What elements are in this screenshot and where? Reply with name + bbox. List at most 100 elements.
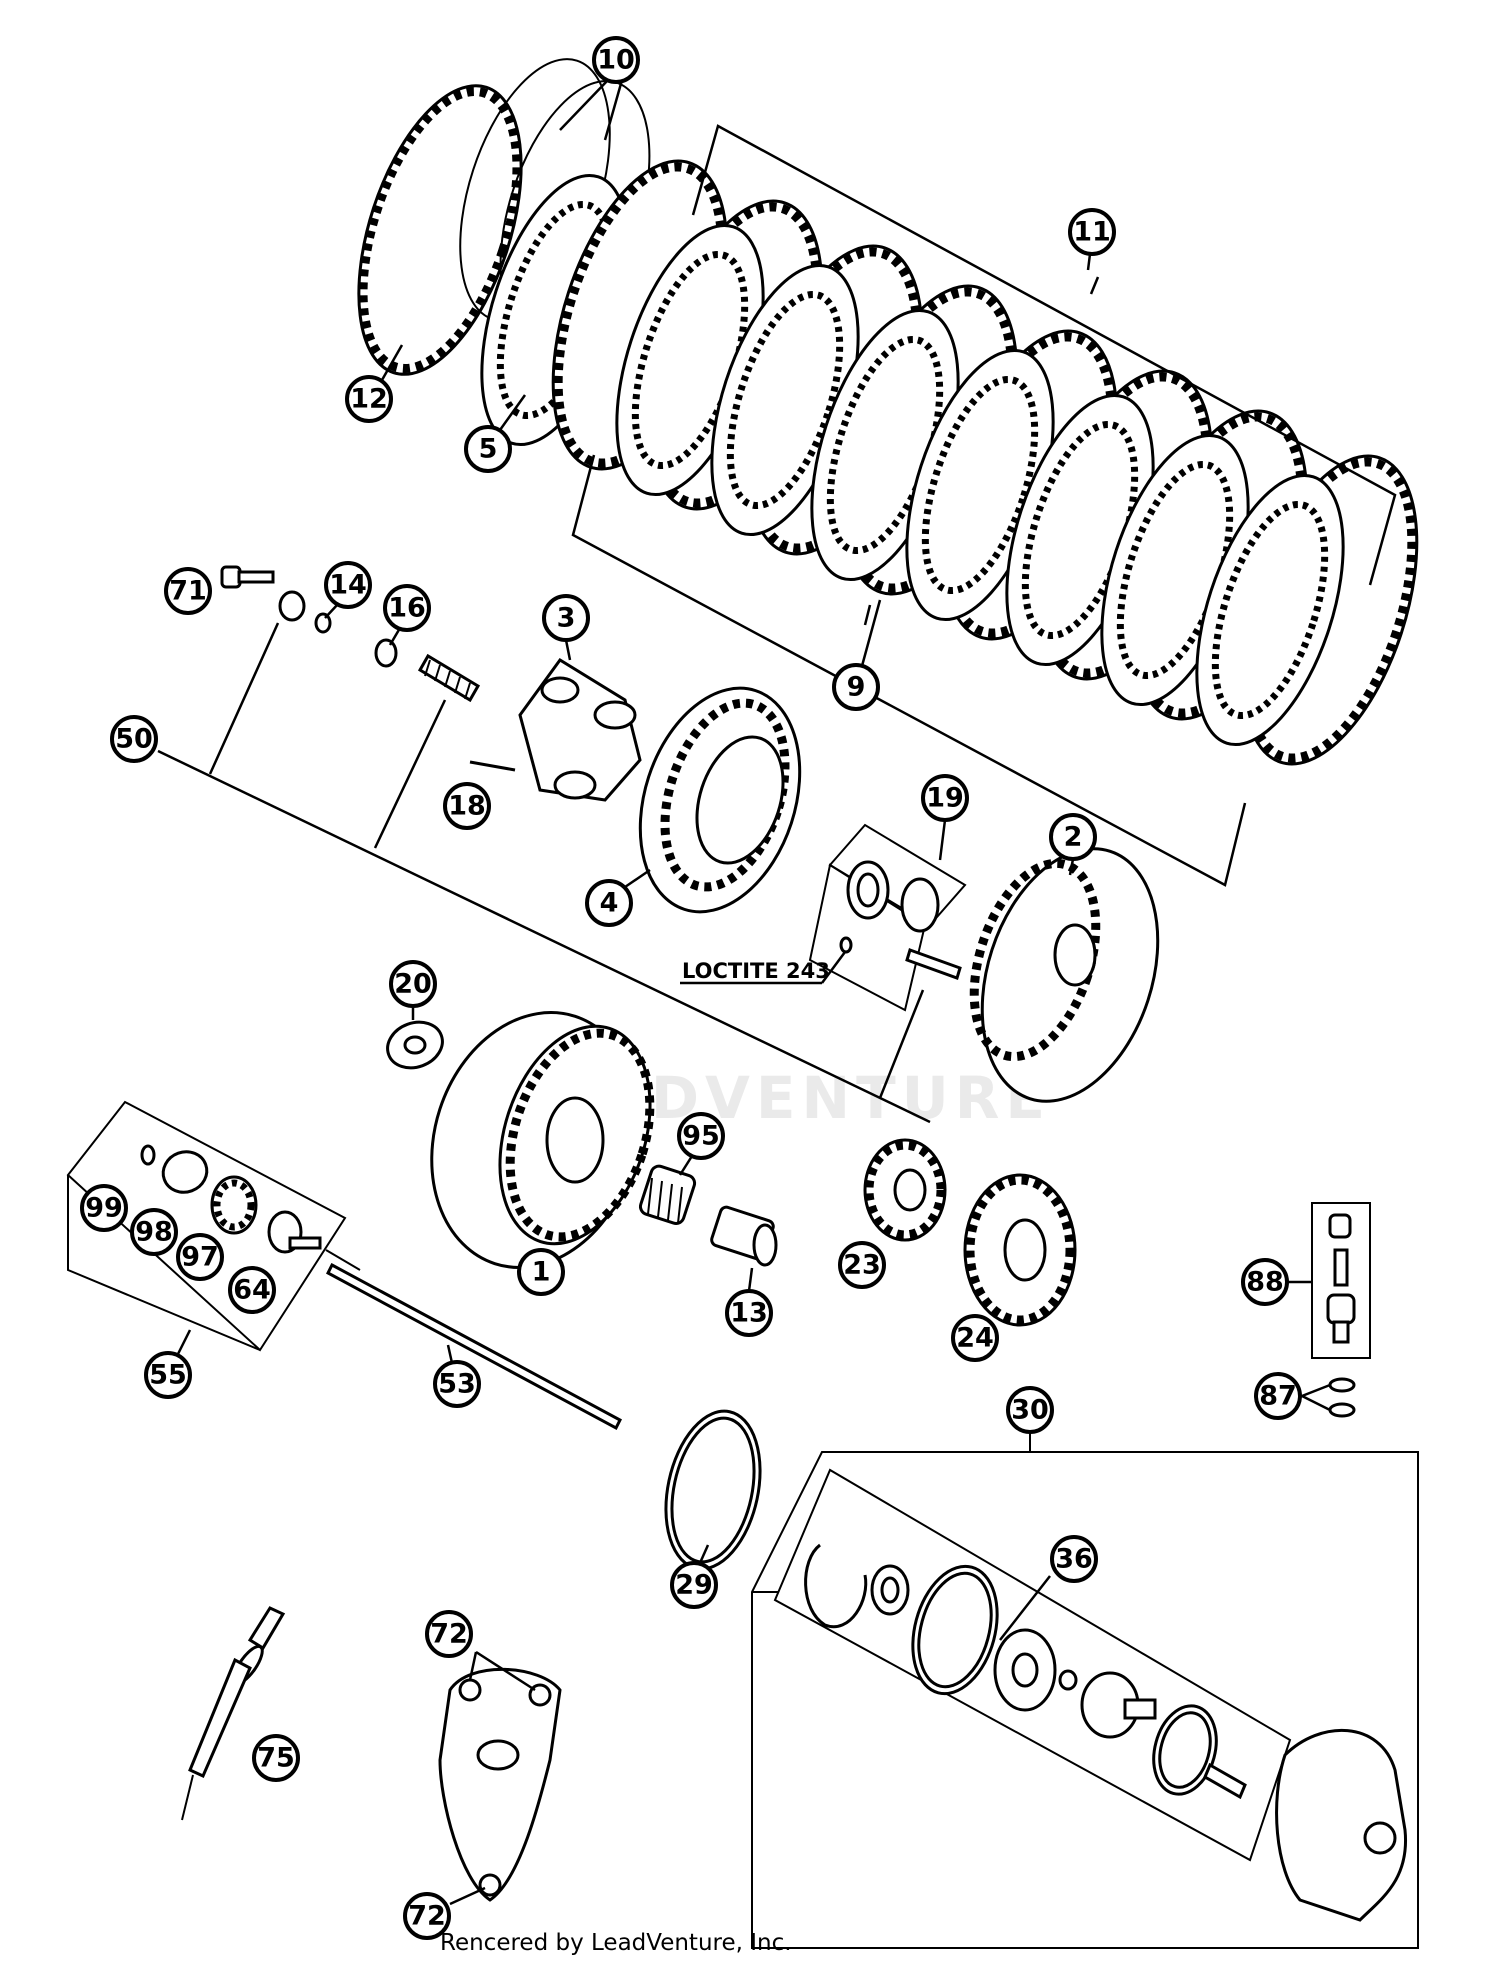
- nut-small: [278, 590, 306, 622]
- callout-95: 95: [677, 1112, 725, 1160]
- svg-text:72: 72: [430, 1619, 468, 1650]
- svg-text:1: 1: [532, 1257, 551, 1288]
- leader-55: [176, 1329, 192, 1355]
- shaft-50-lines: [157, 622, 931, 1124]
- callout-36: 36: [1050, 1535, 1098, 1583]
- callout-75: 75: [252, 1734, 300, 1782]
- svg-text:87: 87: [1259, 1381, 1297, 1412]
- leader-11: [1086, 253, 1092, 271]
- washer-16: [374, 638, 398, 668]
- svg-text:24: 24: [956, 1323, 994, 1354]
- leader-12: [380, 344, 404, 381]
- leader-4: [624, 868, 651, 889]
- leader-5: [498, 394, 527, 431]
- callout-98: 98: [130, 1208, 178, 1256]
- callout-12: 12: [345, 375, 393, 423]
- callout-16: 16: [383, 584, 431, 632]
- callout-11: 11: [1068, 208, 1116, 256]
- slave-cylinder-box-30: [751, 1432, 1419, 1949]
- leader-53: [446, 1344, 454, 1364]
- svg-text:98: 98: [135, 1217, 173, 1248]
- leader-9: [860, 599, 882, 667]
- gear-23: [863, 1138, 947, 1242]
- svg-text:2: 2: [1064, 822, 1083, 853]
- leader-2: [1068, 858, 1075, 876]
- cover-72: [438, 1650, 562, 1906]
- callout-72-bottom: 72: [403, 1892, 451, 1940]
- callout-29: 29: [670, 1561, 718, 1609]
- loctite-note: LOCTITE 243: [680, 951, 847, 985]
- callout-88: 88: [1241, 1258, 1289, 1306]
- callout-87: 87: [1254, 1372, 1302, 1420]
- svg-text:4: 4: [600, 888, 619, 919]
- leader-13: [747, 1267, 754, 1292]
- callout-20: 20: [389, 960, 437, 1008]
- svg-text:30: 30: [1011, 1395, 1049, 1426]
- svg-text:18: 18: [448, 791, 486, 822]
- leader-16: [388, 627, 402, 646]
- bracket-lines-discs: [571, 124, 1397, 887]
- svg-text:36: 36: [1055, 1544, 1093, 1575]
- svg-text:23: 23: [843, 1250, 881, 1281]
- callout-24: 24: [951, 1314, 999, 1362]
- callout-1: 1: [517, 1248, 565, 1296]
- callout-50: 50: [110, 715, 158, 763]
- svg-text:12: 12: [350, 384, 388, 415]
- bushing-13: [710, 1205, 778, 1267]
- callout-97: 97: [176, 1233, 224, 1281]
- disc-12-pressure-ring: [357, 84, 523, 376]
- drive-plate-2: [969, 847, 1160, 1103]
- spring-18: [417, 653, 481, 703]
- o-ring-29: [664, 1409, 762, 1571]
- callout-9: 9: [832, 663, 880, 711]
- callout-18: 18: [443, 782, 491, 830]
- callout-72-top: 72: [425, 1610, 473, 1658]
- svg-text:99: 99: [85, 1193, 123, 1224]
- svg-text:72: 72: [408, 1901, 446, 1932]
- svg-text:88: 88: [1246, 1267, 1284, 1298]
- callout-2: 2: [1049, 813, 1097, 861]
- callout-13: 13: [725, 1289, 773, 1337]
- watermark-text: ADVENTURE: [600, 1064, 1051, 1132]
- svg-text:97: 97: [181, 1242, 219, 1273]
- callout-19: 19: [921, 774, 969, 822]
- svg-text:11: 11: [1073, 217, 1111, 248]
- svg-text:13: 13: [730, 1298, 768, 1329]
- svg-text:50: 50: [115, 724, 153, 755]
- svg-text:10: 10: [597, 45, 635, 76]
- callout-14: 14: [324, 561, 372, 609]
- leader-29: [698, 1544, 710, 1564]
- loctite-label: LOCTITE 243: [682, 959, 830, 983]
- svg-text:71: 71: [169, 576, 207, 607]
- outer-basket-1: [430, 1011, 655, 1269]
- svg-text:75: 75: [257, 1743, 295, 1774]
- callout-10: 10: [592, 36, 640, 84]
- bolt-71: [220, 565, 275, 589]
- callout-30: 30: [1006, 1386, 1054, 1434]
- o-rings-87: [1298, 1377, 1356, 1418]
- kit-box-55: [66, 1100, 347, 1352]
- leader-3: [564, 639, 572, 661]
- leader-14: [324, 603, 339, 619]
- leader-95: [678, 1155, 694, 1176]
- callout-5: 5: [464, 425, 512, 473]
- washer-14: [314, 612, 332, 634]
- svg-text:55: 55: [149, 1360, 187, 1391]
- svg-text:16: 16: [388, 593, 426, 624]
- callout-71: 71: [164, 567, 212, 615]
- svg-text:20: 20: [394, 969, 432, 1000]
- callout-64: 64: [228, 1266, 276, 1314]
- clutch-disc-stack: [357, 58, 1419, 766]
- svg-text:3: 3: [557, 603, 576, 634]
- callout-53: 53: [433, 1360, 481, 1408]
- svg-text:64: 64: [233, 1275, 271, 1306]
- slave-cylinder-parts-36: [773, 1468, 1408, 1922]
- callout-55: 55: [144, 1351, 192, 1399]
- svg-text:53: 53: [438, 1369, 476, 1400]
- needle-bearing-95: [638, 1164, 697, 1225]
- svg-text:9: 9: [847, 672, 866, 703]
- svg-text:14: 14: [329, 570, 367, 601]
- pressure-plate-3: [469, 657, 642, 802]
- gear-24: [963, 1173, 1077, 1327]
